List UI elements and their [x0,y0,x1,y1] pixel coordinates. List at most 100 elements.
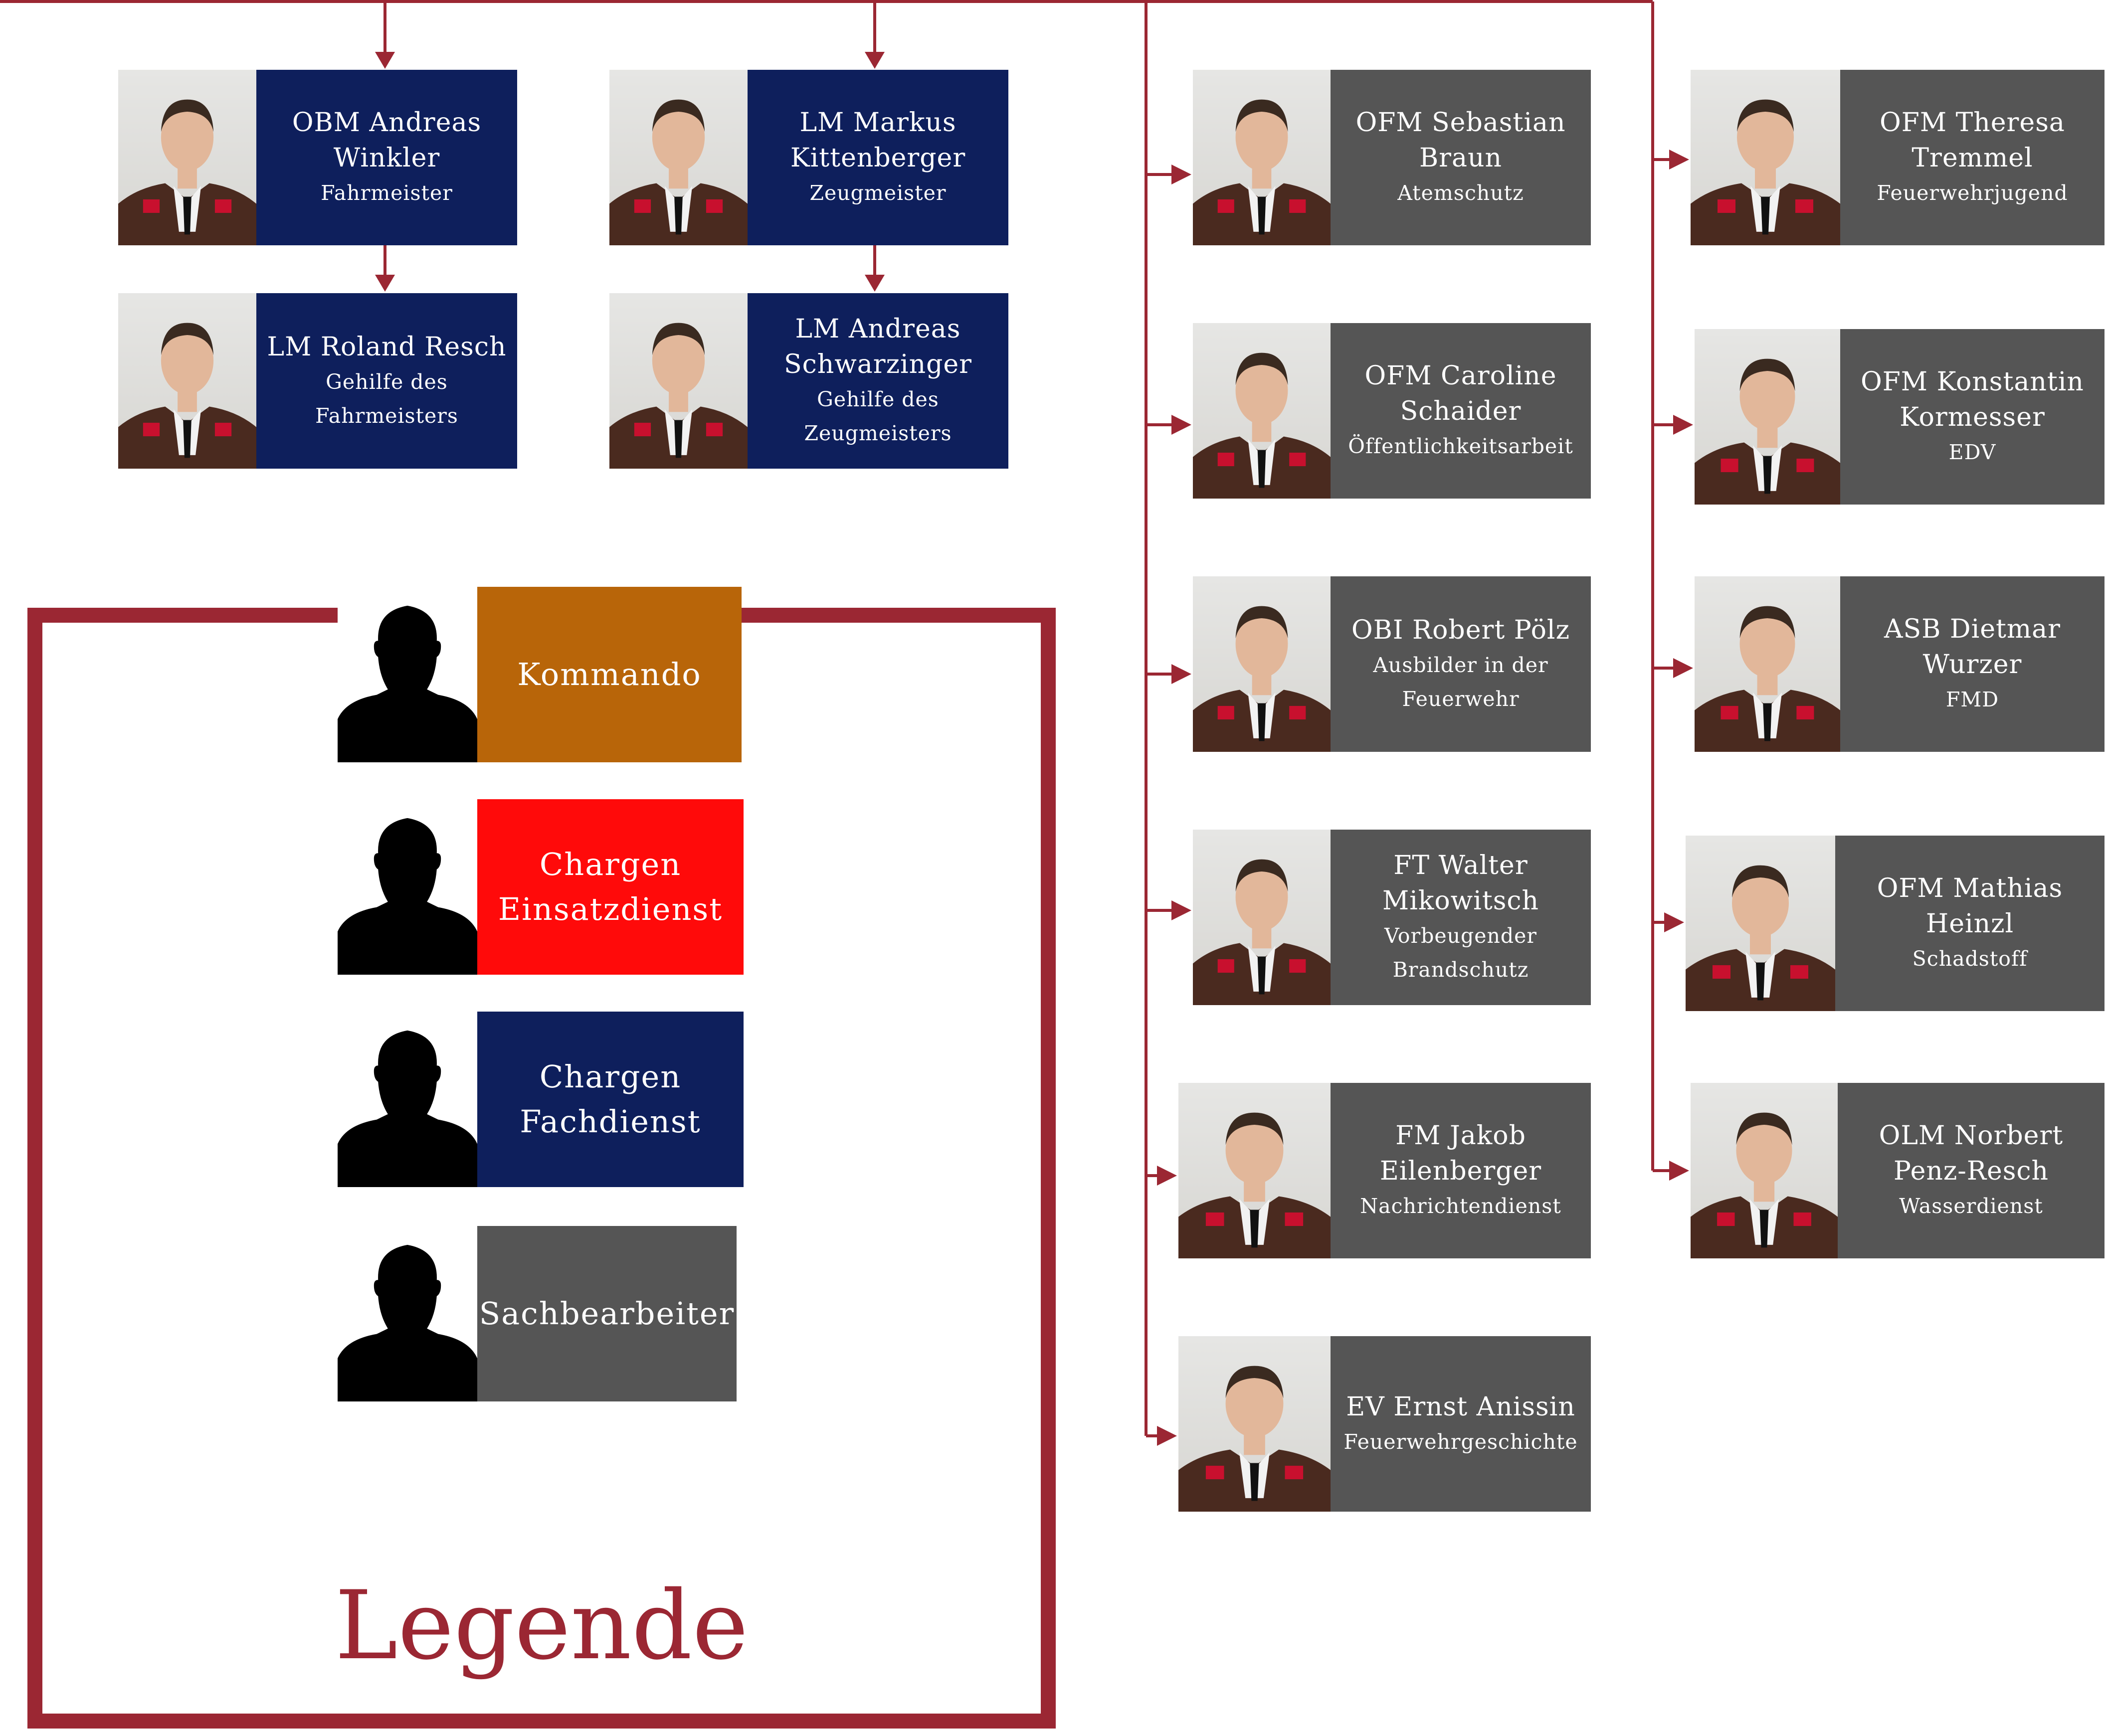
member-role: Fahrmeister [321,181,453,205]
arrow-head-gehilfe-zeugmeister [865,275,885,292]
member-role: Nachrichtendienst [1360,1194,1561,1218]
member-card-sachbearbeiter-right-0: OFM Theresa Tremmel Feuerwehrjugend [1691,70,2105,245]
member-role: Vorbeugender Brandschutz [1384,924,1537,982]
member-label: FM Jakob Eilenberger Nachrichtendienst [1331,1083,1591,1258]
member-photo [1178,1336,1331,1512]
legend-title: Legende [335,1570,749,1681]
arrow-head-right-4 [1669,1161,1689,1181]
member-label: EV Ernst Anissin Feuerwehrgeschichte [1331,1336,1591,1512]
member-name: LM Markus Kittenberger [790,108,966,173]
member-name: LM Roland Resch [267,332,507,362]
arrow-head-fahrmeister [375,52,395,69]
member-card-fachdienst-chief-0: OBM Andreas Winkler Fahrmeister [118,70,517,245]
member-name: OFM Konstantin Kormesser [1861,367,2084,432]
legend-label: Chargen Einsatzdienst [477,799,744,975]
arrow-head-zeugmeister [865,52,885,69]
member-name: OBM Andreas Winkler [292,108,482,173]
member-card-sachbearbeiter-right-4: OLM Norbert Penz-Resch Wasserdienst [1691,1083,2105,1258]
member-photo [1695,576,1840,752]
member-name: FT Walter Mikowitsch [1382,851,1539,916]
legend-item-3: Sachbearbeiter [338,1226,737,1401]
member-card-sachbearbeiter-right-2: ASB Dietmar Wurzer FMD [1695,576,2105,752]
member-label: LM Markus Kittenberger Zeugmeister [748,70,1008,245]
member-card-sachbearbeiter-left-3: FT Walter Mikowitsch Vorbeugender Brands… [1193,830,1591,1005]
legend-item-0: Kommando [338,587,742,762]
member-label: OFM Theresa Tremmel Feuerwehrjugend [1840,70,2105,245]
member-role: Atemschutz [1397,181,1524,205]
member-label: OLM Norbert Penz-Resch Wasserdienst [1838,1083,2105,1258]
arrow-head-right-0 [1669,150,1689,170]
member-name: LM Andreas Schwarzinger [783,314,972,379]
arrow-head-left-3 [1171,900,1191,920]
arrow-head-right-3 [1664,912,1684,932]
member-card-fachdienst-assistant-1: LM Andreas Schwarzinger Gehilfe des Zeug… [609,293,1008,469]
member-photo [1686,836,1835,1011]
member-card-fachdienst-assistant-0: LM Roland Resch Gehilfe des Fahrmeisters [118,293,517,469]
member-card-sachbearbeiter-left-2: OBI Robert Pölz Ausbilder in der Feuerwe… [1193,576,1591,752]
member-name: OFM Theresa Tremmel [1880,108,2065,173]
member-role: Zeugmeister [809,181,947,205]
arrow-head-right-2 [1673,658,1693,678]
arrow-head-left-0 [1171,165,1191,184]
member-role: Ausbilder in der Feuerwehr [1373,653,1548,711]
arrow-head-gehilfe-fahrmeister [375,275,395,292]
arrow-head-left-4 [1157,1166,1177,1186]
member-name: ASB Dietmar Wurzer [1884,614,2061,680]
member-photo [1691,1083,1838,1258]
arrow-head-right-1 [1673,415,1693,435]
member-label: OFM Caroline Schaider Öffentlichkeitsarb… [1331,323,1591,499]
member-label: OFM Konstantin Kormesser EDV [1840,329,2105,505]
member-name: EV Ernst Anissin [1346,1391,1575,1422]
person-silhouette-icon [338,1012,477,1187]
member-label: ASB Dietmar Wurzer FMD [1840,576,2105,752]
member-label: OBM Andreas Winkler Fahrmeister [256,70,517,245]
member-label: LM Andreas Schwarzinger Gehilfe des Zeug… [748,293,1008,469]
member-photo [118,293,256,469]
member-card-sachbearbeiter-left-5: EV Ernst Anissin Feuerwehrgeschichte [1178,1336,1591,1512]
member-photo [1193,830,1331,1005]
person-silhouette-icon [338,799,477,975]
member-name: OFM Sebastian Braun [1355,108,1566,173]
member-role: Feuerwehrgeschichte [1343,1429,1578,1454]
member-card-sachbearbeiter-left-4: FM Jakob Eilenberger Nachrichtendienst [1178,1083,1591,1258]
member-name: OBI Robert Pölz [1351,615,1570,645]
member-name: OFM Mathias Heinzl [1877,873,2063,939]
member-role: Schadstoff [1912,947,2028,971]
member-label: LM Roland Resch Gehilfe des Fahrmeisters [256,293,517,469]
member-photo [1193,70,1331,245]
legend-label: Chargen Fachdienst [477,1012,744,1187]
person-silhouette-icon [338,587,477,762]
member-label: OFM Mathias Heinzl Schadstoff [1835,836,2105,1011]
member-card-sachbearbeiter-right-3: OFM Mathias Heinzl Schadstoff [1686,836,2105,1011]
member-name: OFM Caroline Schaider [1364,361,1557,426]
member-photo [1691,70,1840,245]
member-role: EDV [1948,440,1996,464]
member-label: OBI Robert Pölz Ausbilder in der Feuerwe… [1331,576,1591,752]
arrow-head-left-2 [1171,664,1191,684]
arrow-head-left-5 [1157,1426,1177,1446]
member-role: Gehilfe des Fahrmeisters [315,369,458,428]
member-label: OFM Sebastian Braun Atemschutz [1331,70,1591,245]
member-name: OLM Norbert Penz-Resch [1879,1121,2064,1186]
person-silhouette-icon [338,1226,477,1401]
member-role: FMD [1945,688,1999,711]
member-photo [1193,323,1331,499]
legend-label: Kommando [477,587,742,762]
member-photo [1193,576,1331,752]
member-photo [609,293,748,469]
legend-label: Sachbearbeiter [477,1226,737,1401]
member-card-sachbearbeiter-left-1: OFM Caroline Schaider Öffentlichkeitsarb… [1193,323,1591,499]
member-label: FT Walter Mikowitsch Vorbeugender Brands… [1331,830,1591,1005]
member-name: FM Jakob Eilenberger [1379,1121,1542,1186]
member-card-sachbearbeiter-left-0: OFM Sebastian Braun Atemschutz [1193,70,1591,245]
member-role: Gehilfe des Zeugmeisters [804,387,952,445]
member-photo [609,70,748,245]
member-card-fachdienst-chief-1: LM Markus Kittenberger Zeugmeister [609,70,1008,245]
member-role: Öffentlichkeitsarbeit [1348,434,1573,458]
member-photo [1695,329,1840,505]
legend-item-2: Chargen Fachdienst [338,1012,744,1187]
member-card-sachbearbeiter-right-1: OFM Konstantin Kormesser EDV [1695,329,2105,505]
member-role: Feuerwehrjugend [1877,181,2068,205]
